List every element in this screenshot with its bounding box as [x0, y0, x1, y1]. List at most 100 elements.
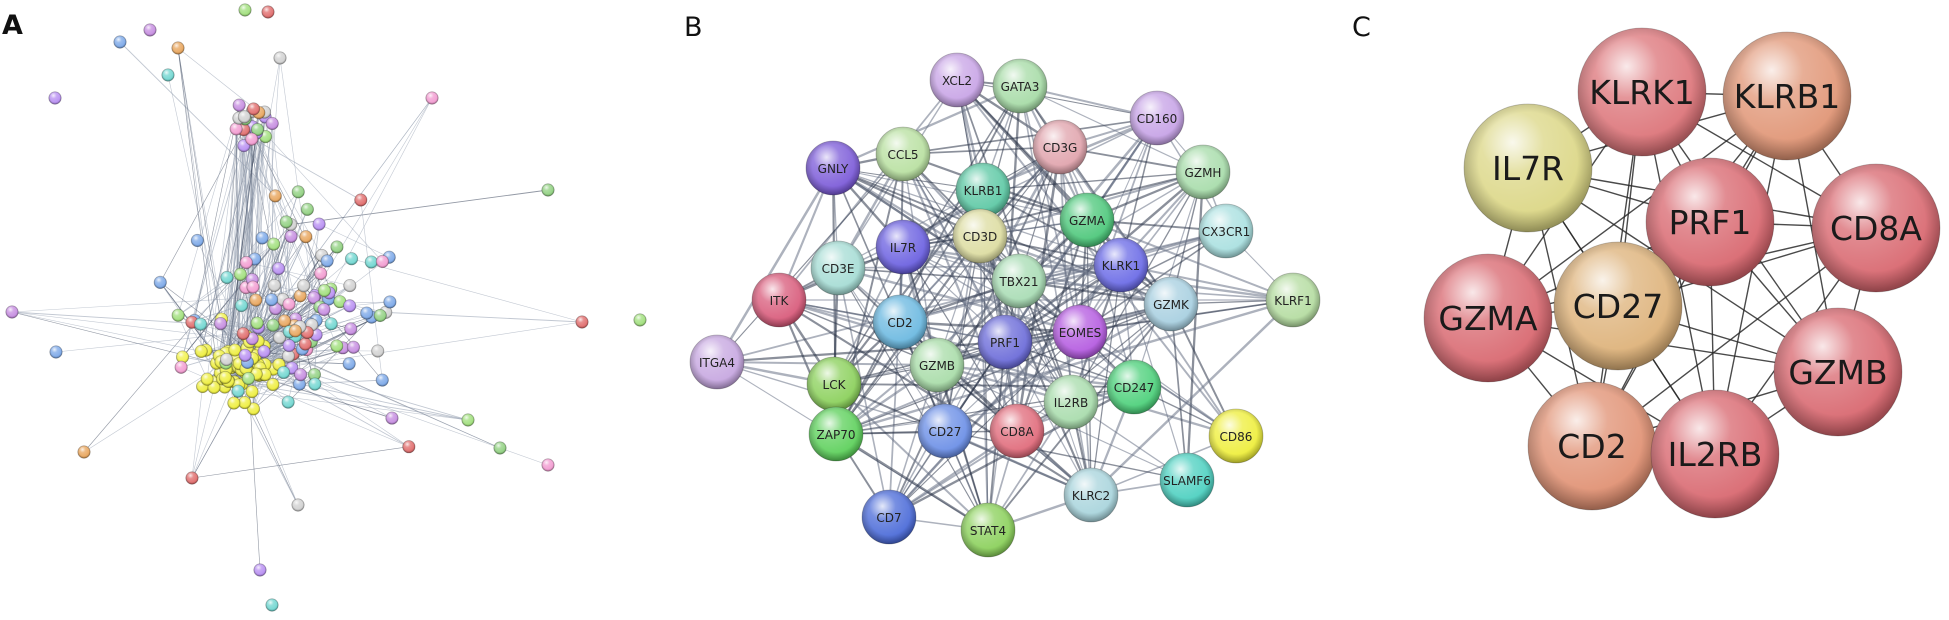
panel-b-node: CD2 — [872, 294, 928, 350]
panel-c-node-label: IL7R — [1492, 149, 1564, 188]
panel-a-edges — [11, 41, 583, 571]
panel-a-node — [279, 215, 293, 229]
panel-a-node — [385, 411, 399, 425]
panel-a-node — [171, 41, 185, 55]
panel-b-node-label: ITK — [770, 294, 790, 308]
panel-a-node — [299, 230, 313, 244]
panel-a-node — [227, 396, 241, 410]
panel-b-node-label: EOMES — [1059, 326, 1102, 340]
panel-b-node-label: CD7 — [876, 511, 901, 525]
panel-c-node-label: CD2 — [1557, 427, 1626, 466]
panel-a-node — [238, 395, 252, 410]
panel-a-node — [282, 297, 296, 311]
panel-a-node — [375, 254, 389, 269]
panel-a-node — [231, 384, 245, 398]
panel-a-node — [271, 261, 286, 276]
panel-a-node — [77, 445, 91, 459]
panel-a-node — [330, 339, 344, 353]
panel-a-node — [218, 370, 232, 385]
panel-a-node — [245, 132, 259, 146]
panel-b-node: CD160 — [1129, 90, 1185, 146]
panel-a-node — [143, 23, 157, 37]
panel-b-node: GZMA — [1059, 192, 1115, 248]
panel-a-node — [284, 229, 298, 244]
panel-a-node — [272, 330, 287, 345]
panel-a-node — [493, 441, 507, 455]
panel-a-node — [250, 316, 264, 330]
panel-a-node — [194, 344, 208, 358]
panel-b-node-label: GZMH — [1185, 166, 1222, 180]
panel-a-node — [633, 313, 647, 327]
panel-a-node — [175, 350, 190, 364]
panel-b-node-label: CD27 — [929, 425, 962, 439]
panel-c-node-label: CD8A — [1830, 209, 1922, 248]
panel-b-node: CD7 — [861, 489, 917, 545]
panel-a-nodes — [5, 3, 647, 612]
panel-a-node — [330, 240, 344, 254]
panel-a-node — [249, 293, 263, 307]
panel-b-node: TBX21 — [991, 253, 1047, 309]
panel-a-node — [207, 380, 221, 395]
panel-c-node: PRF1 — [1645, 157, 1775, 287]
panel-b-node: ZAP70 — [808, 406, 864, 462]
panel-a-node — [288, 324, 302, 338]
panel-a-node — [343, 279, 357, 293]
panel-a-node — [219, 352, 234, 367]
panel-a-node — [402, 440, 416, 454]
panel-letter-c: C — [1352, 12, 1371, 43]
panel-b-node-label: IL2RB — [1054, 396, 1088, 410]
panel-a-node — [174, 360, 188, 374]
panel-a-node — [239, 255, 253, 270]
panel-b-node: KLRC2 — [1063, 467, 1119, 523]
panel-a-node — [297, 279, 311, 293]
panel-b-node-label: CD2 — [887, 316, 912, 330]
panel-b-node-label: GZMB — [919, 359, 955, 373]
panel-b-node: CD8A — [989, 403, 1045, 459]
panel-a-node — [48, 91, 62, 105]
panel-b-node-label: CX3CR1 — [1202, 225, 1251, 239]
panel-a-node — [185, 471, 199, 485]
panel-a-node — [200, 372, 214, 386]
panel-a-node — [266, 377, 280, 392]
panel-b-node-label: ITGA4 — [699, 356, 735, 370]
panel-b-node: EOMES — [1052, 304, 1108, 360]
panel-b-node: IL2RB — [1043, 374, 1099, 430]
panel-a-node — [344, 252, 359, 266]
panel-a-node — [292, 377, 306, 391]
panel-b-node: ITK — [751, 272, 807, 328]
panel-c-node-label: KLRK1 — [1589, 73, 1695, 112]
panel-b-node: CD3D — [952, 208, 1008, 264]
panel-a-node — [213, 316, 228, 331]
panel-a-node — [113, 35, 127, 49]
panel-c-node: GZMA — [1423, 253, 1553, 383]
panel-a-node — [320, 254, 334, 268]
panel-b-node: STAT4 — [960, 502, 1016, 558]
panel-a-node — [258, 368, 272, 382]
panel-a-node — [161, 68, 175, 82]
panel-a-node — [346, 340, 361, 354]
panel-b-node: IL7R — [875, 219, 931, 275]
panel-b-node: CD247 — [1106, 359, 1162, 415]
panel-a-node — [245, 332, 259, 346]
panel-b-node: PRF1 — [977, 314, 1033, 370]
panel-a-node — [236, 326, 250, 341]
panel-b-node-label: GATA3 — [1001, 80, 1040, 94]
panel-c-node: KLRB1 — [1722, 31, 1852, 161]
panel-a-node — [246, 102, 261, 116]
panel-a-node — [375, 373, 389, 387]
panel-a-node — [354, 193, 368, 207]
panel-c-node-label: KLRB1 — [1734, 77, 1841, 116]
panel-b-node-label: KLRC2 — [1072, 489, 1110, 503]
panel-a-node — [333, 295, 347, 309]
panel-a-node — [238, 3, 252, 17]
panel-c-node: IL2RB — [1650, 389, 1780, 519]
panel-c-node: GZMB — [1773, 307, 1903, 437]
panel-b-node-label: CD8A — [1000, 425, 1034, 439]
panel-a-node — [276, 365, 291, 380]
panel-a-node — [253, 563, 267, 577]
panel-a-node — [250, 122, 265, 137]
panel-a-node — [308, 377, 322, 391]
